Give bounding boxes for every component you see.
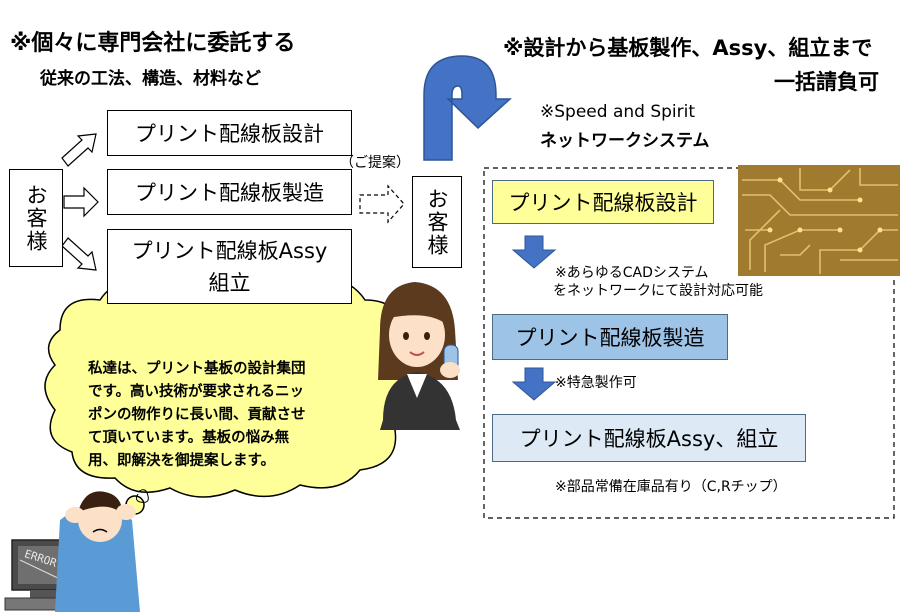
proposal-label: （ご提案） (340, 155, 410, 171)
left-customer-box: お客様 (9, 169, 63, 267)
note-express: ※特急製作可 (555, 375, 637, 391)
note-parts-stock: ※部品常備在庫品有り（C,Rチップ） (555, 479, 787, 495)
left-customer-label: お客様 (24, 183, 48, 253)
down-arrow-2 (511, 367, 557, 401)
hollow-arrow-bottom (61, 237, 97, 271)
left-box-manufacture-label: プリント配線板製造 (135, 181, 324, 205)
right-subheading-line2: ネットワークシステム (540, 131, 710, 151)
operator-woman-illustration (378, 282, 460, 430)
left-box-design-label: プリント配線板設計 (135, 122, 324, 146)
note-cad: ※あらゆるCADシステム をネットワークにて設計対応可能 (553, 264, 763, 300)
step-assembly-label: プリント配線板Assy、組立 (519, 427, 779, 451)
step-assembly: プリント配線板Assy、組立 (492, 414, 806, 462)
bubble-line-1: 私達は、プリント基板の設計集団 (88, 361, 306, 377)
left-box-design: プリント配線板設計 (107, 110, 352, 156)
note-cad-line1: ※あらゆるCADシステム (555, 265, 709, 281)
down-arrow-1 (511, 235, 557, 269)
note-cad-line2: をネットワークにて設計対応可能 (553, 283, 763, 299)
step-design-label: プリント配線板設計 (508, 191, 698, 215)
uturn-arrow (423, 55, 512, 161)
right-heading-line2: 一括請負可 (774, 70, 879, 94)
middle-customer-box: お客様 (412, 176, 462, 268)
hollow-arrow-top (61, 133, 97, 167)
step-manufacture: プリント配線板製造 (492, 314, 728, 360)
step-design: プリント配線板設計 (492, 180, 714, 224)
hollow-arrow-middle (63, 186, 99, 218)
bubble-line-3: ポンの物作りに長い間、貢献させ (88, 407, 306, 423)
right-heading: ※設計から基板製作、Assy、組立まで (503, 36, 873, 60)
left-box-assy: プリント配線板Assy 組立 (107, 229, 352, 304)
bubble-line-2: です。高い技術が要求されるニッ (88, 384, 305, 400)
left-box-manufacture: プリント配線板製造 (107, 169, 352, 215)
step-manufacture-label: プリント配線板製造 (515, 326, 705, 350)
left-subheading: 従来の工法、構造、材料など (40, 69, 261, 89)
bubble-line-4: て頂いています。基板の悩み無 (88, 430, 290, 446)
proposal-dashed-arrow (359, 184, 405, 224)
speech-bubble-text: 私達は、プリント基板の設計集団 です。高い技術が要求されるニッ ポンの物作りに長… (88, 358, 306, 473)
circuit-board-image (738, 165, 900, 276)
troubled-man-illustration (4, 489, 149, 612)
bubble-line-5: 用、即解決を御提案します。 (88, 453, 276, 469)
left-box-assy-label: プリント配線板Assy (131, 238, 328, 263)
left-box-assy-label-line2: 組立 (208, 270, 251, 295)
left-heading: ※個々に専門会社に委託する (10, 31, 296, 56)
network-system-frame (483, 167, 895, 519)
right-subheading: ※Speed and Spirit (540, 102, 696, 122)
middle-customer-label: お客様 (425, 187, 449, 257)
